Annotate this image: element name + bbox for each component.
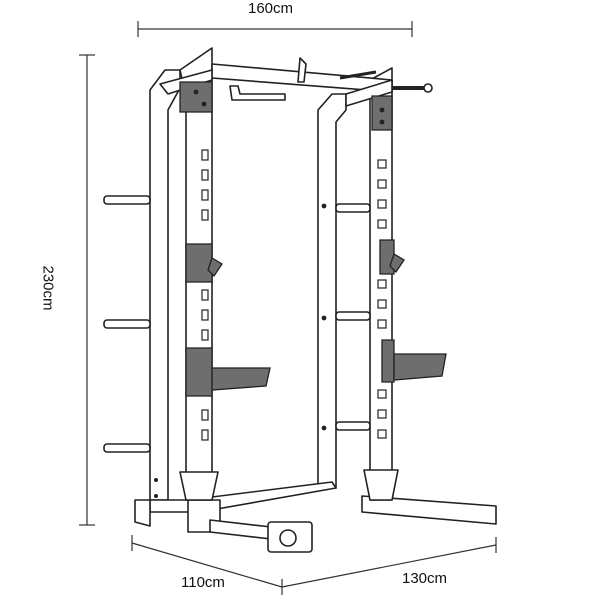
dimension-lines	[79, 21, 497, 595]
back-left-upright	[149, 69, 181, 501]
left-safety-arm	[211, 367, 271, 391]
weight-horn-top	[103, 195, 151, 205]
right-base-rail	[361, 495, 497, 525]
hole-markings-right	[377, 159, 387, 439]
right-j-hook	[379, 239, 395, 275]
rear-base-rail	[149, 481, 337, 513]
rack-frame	[103, 47, 497, 553]
bottom-depth-label: 110cm	[181, 574, 225, 591]
pull-up-handle	[229, 85, 286, 101]
bottom-width-label: 130cm	[402, 570, 448, 587]
hole-markings-left	[201, 149, 209, 441]
right-safety-arm-plate	[381, 339, 395, 383]
weight-horn-middle	[103, 319, 151, 329]
weight-horn-bottom	[103, 443, 151, 453]
bottom-depth-line	[131, 542, 283, 588]
right-safety-arm	[393, 353, 447, 381]
bottom-width-line	[281, 544, 497, 588]
j-hooks	[179, 81, 447, 397]
left-j-hook	[185, 243, 213, 283]
top-width-label: 160cm	[248, 0, 294, 17]
left-safety-arm-plate	[185, 347, 213, 397]
